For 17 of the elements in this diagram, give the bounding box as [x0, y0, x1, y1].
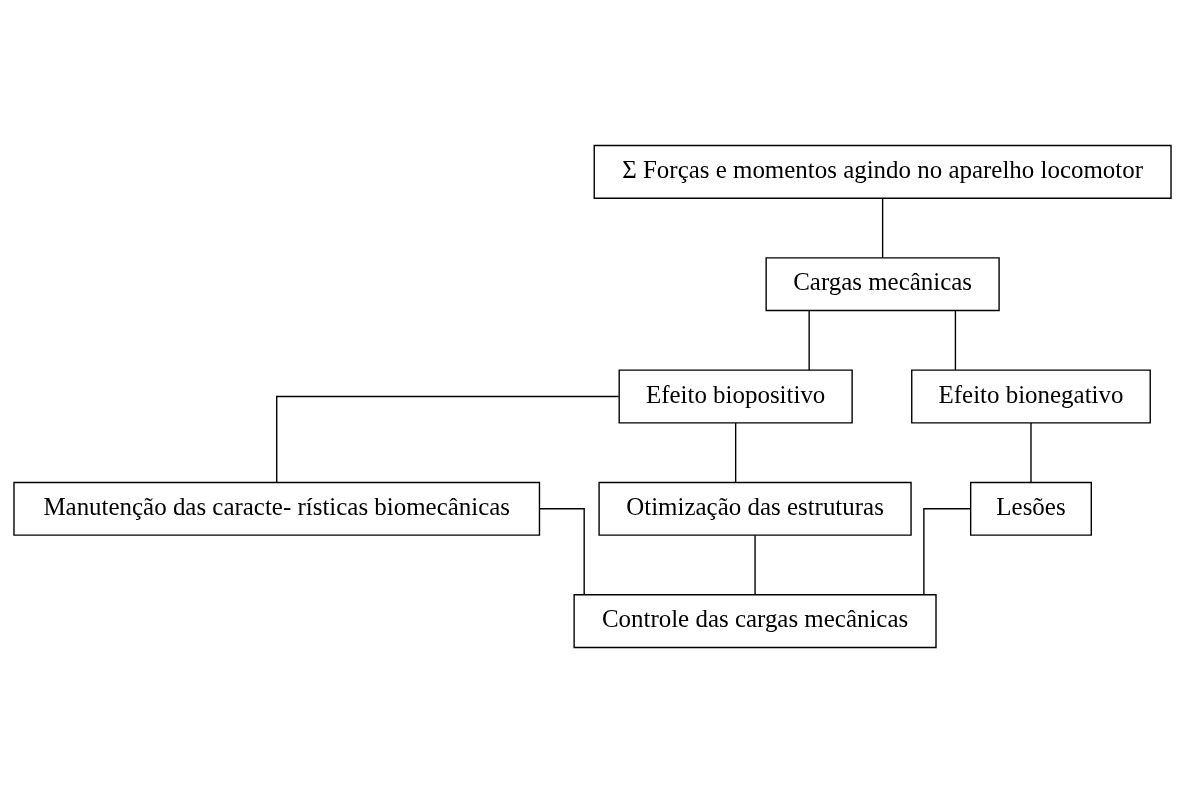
node-box: Controle das cargas mecânicas — [573, 594, 937, 649]
node-box: Manutenção das caracte- rísticas biomecânicas — [13, 481, 541, 536]
connector — [881, 197, 884, 259]
connector — [923, 508, 972, 596]
node-box: Cargas mecânicas — [765, 257, 1000, 312]
node-box: Σ Forças e momentos agindo no aparelho locomotor — [593, 144, 1172, 199]
connector — [954, 310, 957, 371]
node-box: Efeito biopositivo — [618, 369, 853, 424]
node-box: Lesões — [969, 481, 1092, 536]
node-box: Efeito bionegativo — [911, 369, 1151, 424]
node-box: Otimização das estruturas — [598, 481, 912, 536]
connector — [734, 422, 737, 484]
connector — [1030, 422, 1032, 484]
connector — [276, 395, 620, 483]
connector — [808, 310, 810, 371]
connector — [538, 508, 585, 596]
connector — [754, 534, 756, 596]
